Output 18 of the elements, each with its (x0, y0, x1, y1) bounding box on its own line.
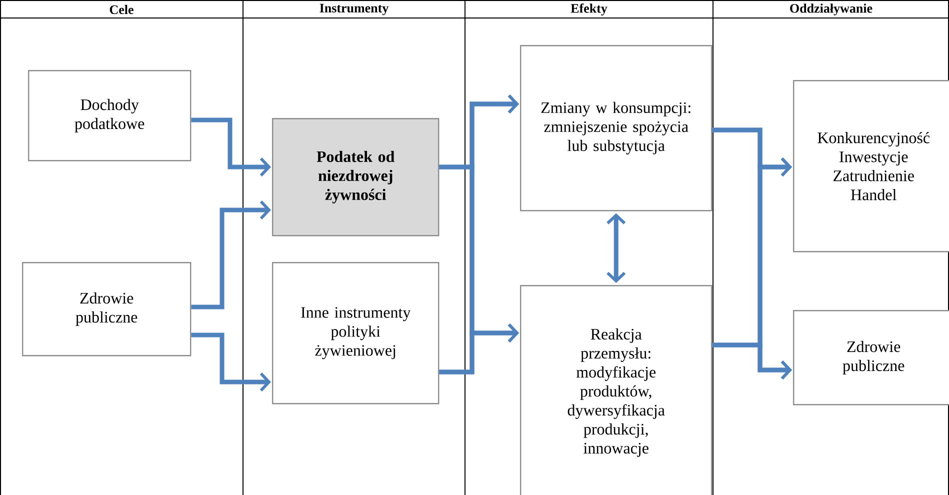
process-box: Reakcja przemysłu: modyfikacje produktów, dywersyfikacja produkcji, innowacje (520, 285, 712, 495)
column-header: Efekty (570, 4, 608, 16)
process-box: Zmiany w konsumpcji: zmniejszenie spożycia lub substytucja (520, 45, 712, 212)
arrow (712, 342, 792, 380)
arrow (191, 200, 271, 310)
column-header: Oddziaływanie (790, 4, 872, 16)
arrow (606, 213, 626, 283)
column-header: Instrumenty (320, 4, 389, 16)
process-box: Zdrowie publiczne (793, 310, 949, 406)
process-box: Konkurencyjność Inwestycje Zatrudnienie Handel (793, 80, 949, 252)
process-box: Podatek od niezdrowej żywności (272, 118, 440, 236)
arrow (439, 323, 519, 374)
arrow (191, 118, 271, 177)
process-box: Inne instrumenty polityki żywieniowej (272, 262, 440, 404)
process-box: Zdrowie publiczne (22, 262, 192, 356)
column-header: Cele (110, 4, 134, 14)
process-box: Dochody podatkowe (28, 70, 192, 162)
arrow (191, 332, 271, 392)
